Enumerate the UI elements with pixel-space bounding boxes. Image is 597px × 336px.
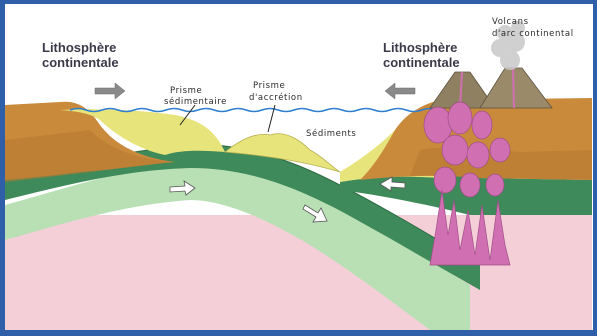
plate-arrow-left-top — [95, 83, 125, 99]
volcano-right — [480, 68, 552, 108]
label-left-plate-line1: Lithosphère — [42, 40, 116, 55]
label-right-plate-line2: continentale — [383, 55, 460, 70]
label-sediments: Sédiments — [306, 128, 356, 139]
plate-arrow-right-top — [385, 83, 415, 99]
label-left-plate-line2: continentale — [42, 55, 119, 70]
label-volcanoes-line2: d'arc continental — [492, 29, 574, 39]
label-right-plate-line1: Lithosphère — [383, 40, 457, 55]
label-prism-sedimentary-line2: sédimentaire — [164, 96, 227, 107]
label-volcanoes-line1: Volcans — [492, 17, 529, 27]
ocean-surface — [70, 109, 438, 112]
label-prism-sedimentary-line1: Prisme — [170, 86, 202, 96]
volcano-right-lava — [513, 68, 514, 108]
label-prism-accretion-line2: d'accrétion — [249, 92, 303, 103]
label-prism-accretion-line1: Prisme — [253, 81, 285, 91]
